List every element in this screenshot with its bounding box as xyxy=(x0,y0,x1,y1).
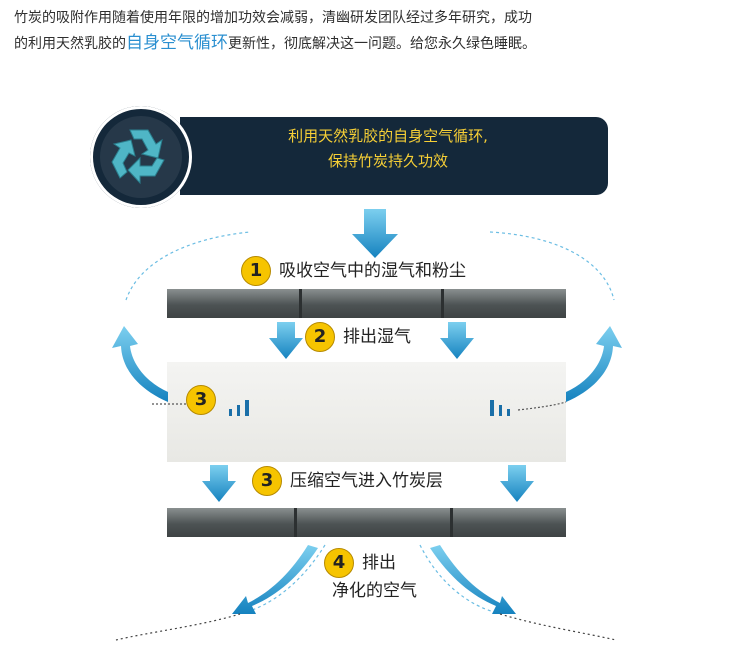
compress-arrow-right xyxy=(500,465,534,502)
seam xyxy=(299,289,302,318)
intro-line-1: 竹炭的吸附作用随着使用年限的增加功效会减弱，清幽研发团队经过多年研究，成功 xyxy=(14,10,532,26)
recycle-icon xyxy=(100,116,182,198)
step-2-text: 排出湿气 xyxy=(343,327,411,347)
intro-highlight: 自身空气循环 xyxy=(126,33,228,53)
seam xyxy=(441,289,444,318)
banner-text: 利用天然乳胶的自身空气循环, 保持竹炭持久功效 xyxy=(228,124,548,174)
step-1-text: 吸收空气中的湿气和粉尘 xyxy=(279,261,466,281)
intro-text-after: 更新性，彻底解决这一问题。给您永久绿色睡眠。 xyxy=(228,36,536,52)
side-marker-3: 3 xyxy=(186,385,224,415)
step-4-label: 4 排出 净化的空气 xyxy=(324,548,417,604)
step-4-badge: 4 xyxy=(324,548,354,578)
step-1-label: 1 吸收空气中的湿气和粉尘 xyxy=(241,256,466,286)
inflow-arrow xyxy=(352,209,398,258)
loop-curve-left xyxy=(125,231,251,301)
outflow-curve-right xyxy=(419,544,495,613)
side-marker-badge: 3 xyxy=(186,385,216,415)
banner-line-2: 保持竹炭持久功效 xyxy=(327,152,448,170)
step-2-label: 2 排出湿气 xyxy=(305,322,411,352)
recycle-logo xyxy=(90,106,192,208)
exhaust-arrow-right xyxy=(440,322,474,359)
ground-curve-left xyxy=(115,613,241,641)
step-3-text: 压缩空气进入竹炭层 xyxy=(290,471,443,491)
exhaust-arrow-left xyxy=(269,322,303,359)
air-bars-right xyxy=(490,400,510,416)
ground-curve-right xyxy=(499,613,617,641)
outflow-arrow-right xyxy=(430,545,516,614)
banner-line-1: 利用天然乳胶的自身空气循环, xyxy=(288,127,488,145)
seam xyxy=(450,508,453,537)
intro-paragraph: 竹炭的吸附作用随着使用年限的增加功效会减弱，清幽研发团队经过多年研究，成功 的利… xyxy=(14,6,734,57)
step-2-badge: 2 xyxy=(305,322,335,352)
dotted-link-right xyxy=(517,401,567,411)
step-3-badge: 3 xyxy=(252,466,282,496)
loop-curve-right xyxy=(489,231,615,301)
charcoal-layer-bottom xyxy=(167,508,566,537)
rise-arrow-right xyxy=(566,326,622,402)
step-4-text-line1: 排出 xyxy=(362,553,396,573)
seam xyxy=(294,508,297,537)
rise-arrow-left xyxy=(112,326,168,402)
outflow-arrow-left xyxy=(232,545,318,614)
outflow-curve-left xyxy=(245,544,326,613)
step-1-badge: 1 xyxy=(241,256,271,286)
intro-line-2: 的利用天然乳胶的自身空气循环更新性，彻底解决这一问题。给您永久绿色睡眠。 xyxy=(14,31,734,57)
title-banner: 利用天然乳胶的自身空气循环, 保持竹炭持久功效 xyxy=(180,117,608,195)
charcoal-layer-top xyxy=(167,289,566,318)
compress-arrow-left xyxy=(202,465,236,502)
step-3-label: 3 压缩空气进入竹炭层 xyxy=(252,466,443,496)
step-4-text-line2: 净化的空气 xyxy=(332,581,417,601)
intro-text-before: 的利用天然乳胶的 xyxy=(14,36,126,52)
air-bars-left xyxy=(229,400,249,416)
